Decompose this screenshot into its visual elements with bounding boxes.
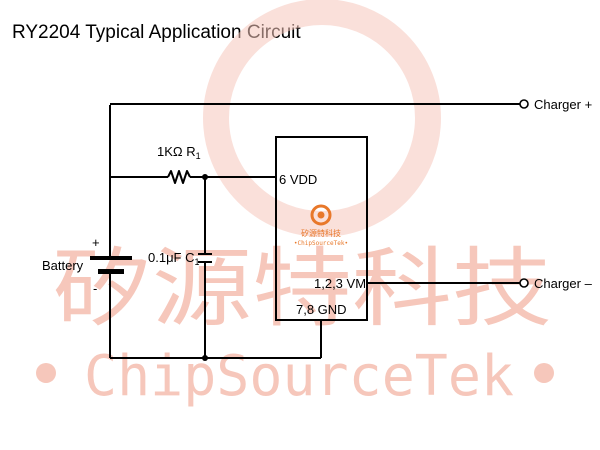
label-pin-gnd: 7,8 GND [296,302,347,317]
logo-text-cn: 矽源特科技 [301,228,341,238]
junction-dot-bottom [202,355,208,361]
label-resistor-main: 1KΩ R [157,144,196,159]
resistor-r1 [167,170,191,184]
watermark-dot-left [36,363,56,383]
watermark-logo-ring [203,0,441,237]
label-charger-minus: Charger – [534,276,593,291]
ic-box [275,136,368,321]
label-capacitor-main: 0.1μF C [148,250,195,265]
watermark-chinese: 矽源特科技 [52,239,552,339]
label-resistor: 1KΩ R1 [157,144,201,161]
label-charger-plus: Charger + [534,97,592,112]
label-battery: Battery [42,258,84,273]
terminal-charger-plus [519,99,529,109]
label-battery-plus: + [92,235,100,250]
watermark: 矽源特科技 ChipSourceTek [36,0,554,409]
terminal-charger-minus [519,278,529,288]
junction-dot-top [202,174,208,180]
label-capacitor: 0.1μF C1 [148,250,200,267]
label-battery-minus: - [93,281,97,296]
label-pin-vm: 1,2,3 VM [314,276,366,291]
label-capacitor-sub: 1 [195,257,200,267]
logo-text-en: •ChipSourceTek• [294,240,348,247]
label-pin-vdd: 6 VDD [279,172,317,187]
page-title: RY2204 Typical Application Circuit [12,22,301,43]
watermark-latin: ChipSourceTek [84,344,514,409]
watermark-dot-right [534,363,554,383]
chipsourcetek-logo: 矽源特科技 •ChipSourceTek• [294,204,348,247]
label-resistor-sub: 1 [196,151,201,161]
battery-symbol [90,256,132,274]
wires [109,103,520,359]
capacitor-c1 [198,253,212,263]
